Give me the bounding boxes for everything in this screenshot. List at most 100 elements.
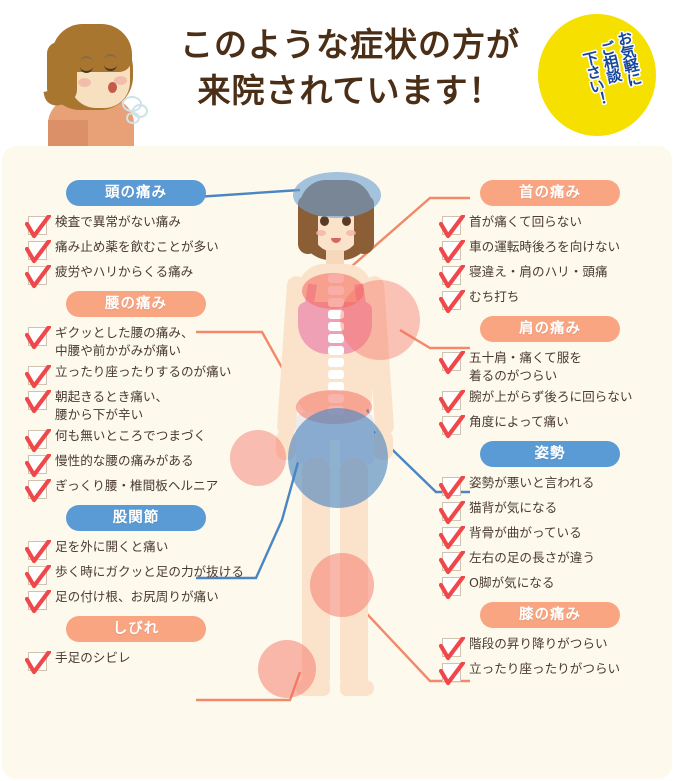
section-title-pill[interactable]: 姿勢 — [480, 440, 620, 467]
checkbox-checked-icon[interactable] — [439, 575, 465, 599]
symptom-section: 頭の痛み検査で異常がない痛み痛み止め薬を飲むことが多い疲労やハリからくる痛み — [16, 180, 256, 289]
list-item[interactable]: 疲労やハリからくる痛み — [16, 263, 256, 289]
list-item[interactable]: ぎっくり腰・椎間板ヘルニア — [16, 477, 256, 502]
symptom-list: ギクッとした腰の痛み、 中腰や前かがみが痛い立ったり座ったりするのが痛い朝起きる… — [16, 324, 256, 502]
list-item[interactable]: 車の運転時後ろを向けない — [430, 238, 670, 264]
list-item[interactable]: O脚が気になる — [430, 574, 670, 599]
symptom-list: 検査で異常がない痛み痛み止め薬を飲むことが多い疲労やハリからくる痛み — [16, 213, 256, 289]
checkbox-checked-icon[interactable] — [25, 589, 51, 613]
list-item[interactable]: 階段の昇り降りがつらい — [430, 635, 670, 660]
list-item[interactable]: 何も無いところでつまづく — [16, 427, 256, 452]
checkbox-checked-icon[interactable] — [439, 500, 465, 524]
list-item[interactable]: 朝起きるとき痛い、 腰から下が辛い — [16, 388, 256, 424]
checkbox-checked-icon[interactable] — [439, 265, 465, 289]
symptom-label: ぎっくり腰・椎間板ヘルニア — [55, 477, 219, 493]
symptom-section: 股関節足を外に開くと痛い歩く時にガクッと足の力が抜ける足の付け根、お尻周りが痛い — [16, 504, 256, 613]
symptom-section: 腰の痛みギクッとした腰の痛み、 中腰や前かがみが痛い立ったり座ったりするのが痛い… — [16, 291, 256, 502]
list-item[interactable]: 手足のシビレ — [16, 649, 256, 674]
section-title-pill[interactable]: しびれ — [66, 615, 206, 642]
list-item[interactable]: 五十肩・痛くて服を 着るのがつらい — [430, 349, 670, 385]
checkbox-checked-icon[interactable] — [25, 650, 51, 674]
list-item[interactable]: 背骨が曲がっている — [430, 524, 670, 549]
checkbox-checked-icon[interactable] — [25, 428, 51, 452]
checkbox-checked-icon[interactable] — [439, 525, 465, 549]
section-title-pill[interactable]: 首の痛み — [480, 180, 620, 206]
checkbox-checked-icon[interactable] — [439, 240, 465, 264]
checkbox-checked-icon[interactable] — [439, 351, 465, 375]
checkbox-checked-icon[interactable] — [25, 389, 51, 413]
list-item[interactable]: 腕が上がらず後ろに回らない — [430, 388, 670, 413]
list-item[interactable]: 歩く時にガクッと足の力が抜ける — [16, 563, 256, 588]
highlight-ankle — [258, 640, 316, 698]
checkbox-checked-icon[interactable] — [25, 326, 51, 350]
checkbox-checked-icon[interactable] — [25, 240, 51, 264]
checkbox-checked-icon[interactable] — [439, 475, 465, 499]
highlight-neck — [302, 273, 364, 309]
list-item[interactable]: 左右の足の長さが違う — [430, 549, 670, 574]
symptom-list: 首が痛くて回らない車の運転時後ろを向けない寝違え・肩のハリ・頭痛むち打ち — [430, 213, 670, 314]
header: このような症状の方が 来院されています！ お気軽に ご相談 下さい！ — [0, 0, 674, 150]
list-item[interactable]: 寝違え・肩のハリ・頭痛 — [430, 263, 670, 289]
list-item[interactable]: 角度によって痛い — [430, 413, 670, 438]
list-item[interactable]: ギクッとした腰の痛み、 中腰や前かがみが痛い — [16, 324, 256, 360]
checkbox-checked-icon[interactable] — [439, 215, 465, 239]
highlight-hand — [230, 430, 286, 486]
symptom-label: 歩く時にガクッと足の力が抜ける — [55, 563, 244, 579]
symptom-list: 姿勢が悪いと言われる猫背が気になる背骨が曲がっている左右の足の長さが違う O脚が気… — [430, 474, 670, 599]
symptom-section: 肩の痛み五十肩・痛くて服を 着るのがつらい腕が上がらず後ろに回らない角度によって… — [430, 316, 670, 438]
symptom-section: しびれ手足のシビレ — [16, 615, 256, 674]
symptom-label: 猫背が気になる — [469, 499, 558, 515]
symptom-label: 何も無いところでつまづく — [55, 427, 207, 443]
highlight-head — [293, 172, 381, 218]
tired-woman-illustration — [30, 20, 150, 150]
checkbox-checked-icon[interactable] — [439, 290, 465, 314]
symptom-label: 角度によって痛い — [469, 413, 569, 429]
list-item[interactable]: 検査で異常がない痛み — [16, 213, 256, 239]
checkbox-checked-icon[interactable] — [25, 564, 51, 588]
symptom-label: 疲労やハリからくる痛み — [55, 264, 194, 279]
symptom-list: 足を外に開くと痛い歩く時にガクッと足の力が抜ける足の付け根、お尻周りが痛い — [16, 538, 256, 613]
consult-badge — [538, 14, 656, 136]
checkbox-checked-icon[interactable] — [439, 389, 465, 413]
symptom-label: 足の付け根、お尻周りが痛い — [55, 588, 219, 604]
list-item[interactable]: 慢性的な腰の痛みがある — [16, 452, 256, 477]
checkbox-checked-icon[interactable] — [439, 636, 465, 660]
section-title-pill[interactable]: 腰の痛み — [66, 291, 206, 317]
list-item[interactable]: 猫背が気になる — [430, 499, 670, 524]
checkbox-checked-icon[interactable] — [25, 364, 51, 388]
list-item[interactable]: 立ったり座ったりがつらい — [430, 660, 670, 685]
list-item[interactable]: 立ったり座ったりするのが痛い — [16, 363, 256, 388]
section-title-pill[interactable]: 肩の痛み — [480, 316, 620, 342]
left-symptom-column: 頭の痛み検査で異常がない痛み痛み止め薬を飲むことが多い疲労やハリからくる痛み腰の… — [16, 180, 256, 677]
section-title-pill[interactable]: 膝の痛み — [480, 601, 620, 628]
symptom-label: 慢性的な腰の痛みがある — [55, 452, 194, 468]
list-item[interactable]: 足を外に開くと痛い — [16, 538, 256, 563]
checkbox-checked-icon[interactable] — [25, 478, 51, 502]
symptom-label: 左右の足の長さが違う — [469, 549, 595, 565]
section-title-pill[interactable]: 股関節 — [66, 504, 206, 531]
checkbox-checked-icon[interactable] — [25, 215, 51, 239]
page-title: このような症状の方が 来院されています！ — [180, 26, 520, 109]
symptom-label: 階段の昇り降りがつらい — [469, 635, 608, 651]
highlight-pelvis — [288, 408, 388, 508]
symptom-label: 痛み止め薬を飲むことが多い — [55, 239, 219, 254]
list-item[interactable]: 姿勢が悪いと言われる — [430, 474, 670, 499]
symptom-label: ギクッとした腰の痛み、 中腰や前かがみが痛い — [55, 325, 194, 358]
symptom-section: 姿勢姿勢が悪いと言われる猫背が気になる背骨が曲がっている左右の足の長さが違う O脚… — [430, 440, 670, 599]
checkbox-checked-icon[interactable] — [439, 414, 465, 438]
checkbox-checked-icon[interactable] — [25, 453, 51, 477]
list-item[interactable]: 首が痛くて回らない — [430, 213, 670, 239]
checkbox-checked-icon[interactable] — [439, 661, 465, 685]
checkbox-checked-icon[interactable] — [439, 550, 465, 574]
highlight-knee — [310, 553, 374, 617]
list-item[interactable]: 足の付け根、お尻周りが痛い — [16, 588, 256, 613]
list-item[interactable]: むち打ち — [430, 288, 670, 314]
section-title-pill[interactable]: 頭の痛み — [66, 180, 206, 206]
symptom-label: 首が痛くて回らない — [469, 214, 582, 229]
symptom-list: 手足のシビレ — [16, 649, 256, 674]
checkbox-checked-icon[interactable] — [25, 265, 51, 289]
checkbox-checked-icon[interactable] — [25, 539, 51, 563]
symptom-label: 寝違え・肩のハリ・頭痛 — [469, 264, 608, 279]
list-item[interactable]: 痛み止め薬を飲むことが多い — [16, 238, 256, 264]
